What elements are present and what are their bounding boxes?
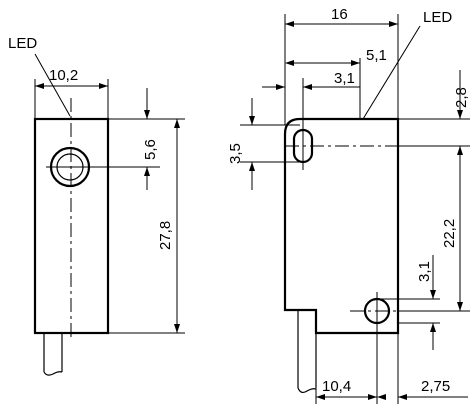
right-width-arrow-r <box>389 21 398 27</box>
left-led-label: LED <box>8 35 37 52</box>
right-width-dim: 16 <box>331 6 348 23</box>
left-cable <box>43 333 63 372</box>
left-width-dim: 10,2 <box>49 67 78 84</box>
right-bottom-offset-arrow-l <box>377 394 386 400</box>
left-led-dim-arrow-top <box>144 110 150 119</box>
right-hole-y-arrow-top <box>249 116 255 125</box>
left-height-arrow-top <box>174 119 180 128</box>
right-led-arrow-r <box>351 60 360 66</box>
left-led-dim-arrow-bottom <box>144 167 150 176</box>
right-cable <box>297 310 317 388</box>
right-bottom-offset-dim: 2,75 <box>421 378 450 395</box>
right-led-arrow-l <box>285 60 294 66</box>
left-height-arrow-bottom <box>174 324 180 333</box>
right-spacing-arrow-top <box>457 146 463 155</box>
right-lower-hole-offset-dim: 3,1 <box>416 261 433 282</box>
right-bottom-offset-arrow-r <box>398 394 407 400</box>
right-bottom-width-dim: 10,4 <box>322 378 351 395</box>
left-width-arrow-r <box>99 83 108 89</box>
right-hole-x-arrow-l <box>276 84 285 90</box>
right-top-offset-dim: 2,8 <box>453 87 470 108</box>
right-width-arrow-l <box>285 21 294 27</box>
right-hole-y-arrow-bottom <box>249 162 255 171</box>
right-top-offset-arrow-top <box>457 110 463 119</box>
left-width-arrow-l <box>35 83 44 89</box>
right-lower-offset-arrow-bottom <box>430 323 436 332</box>
right-bottom-arrow-r <box>368 394 377 400</box>
right-body-outline <box>283 117 400 335</box>
left-height-dim: 27,8 <box>157 221 174 250</box>
right-cable-end <box>297 387 317 394</box>
right-hole-spacing-dim: 22,2 <box>441 219 458 248</box>
right-view: 16 LED 5,1 3,1 2,8 22,2 <box>227 6 470 404</box>
right-led-pos-dim: 5,1 <box>366 47 387 64</box>
left-cable-end <box>43 371 63 376</box>
right-bottom-arrow-l <box>316 394 325 400</box>
right-led-label: LED <box>423 9 452 26</box>
right-hole-x-dim: 3,1 <box>334 70 355 87</box>
left-led-leader <box>34 53 71 117</box>
right-hole-y-dim: 3,5 <box>227 143 244 164</box>
right-led-leader <box>362 25 421 120</box>
right-hole-x-arrow-r <box>303 84 312 90</box>
left-led-offset-dim: 5,6 <box>142 139 159 160</box>
left-view: LED 10,2 5,6 27,8 <box>8 35 185 376</box>
right-lower-offset-arrow-top <box>430 290 436 299</box>
right-spacing-arrow-bottom <box>457 302 463 311</box>
